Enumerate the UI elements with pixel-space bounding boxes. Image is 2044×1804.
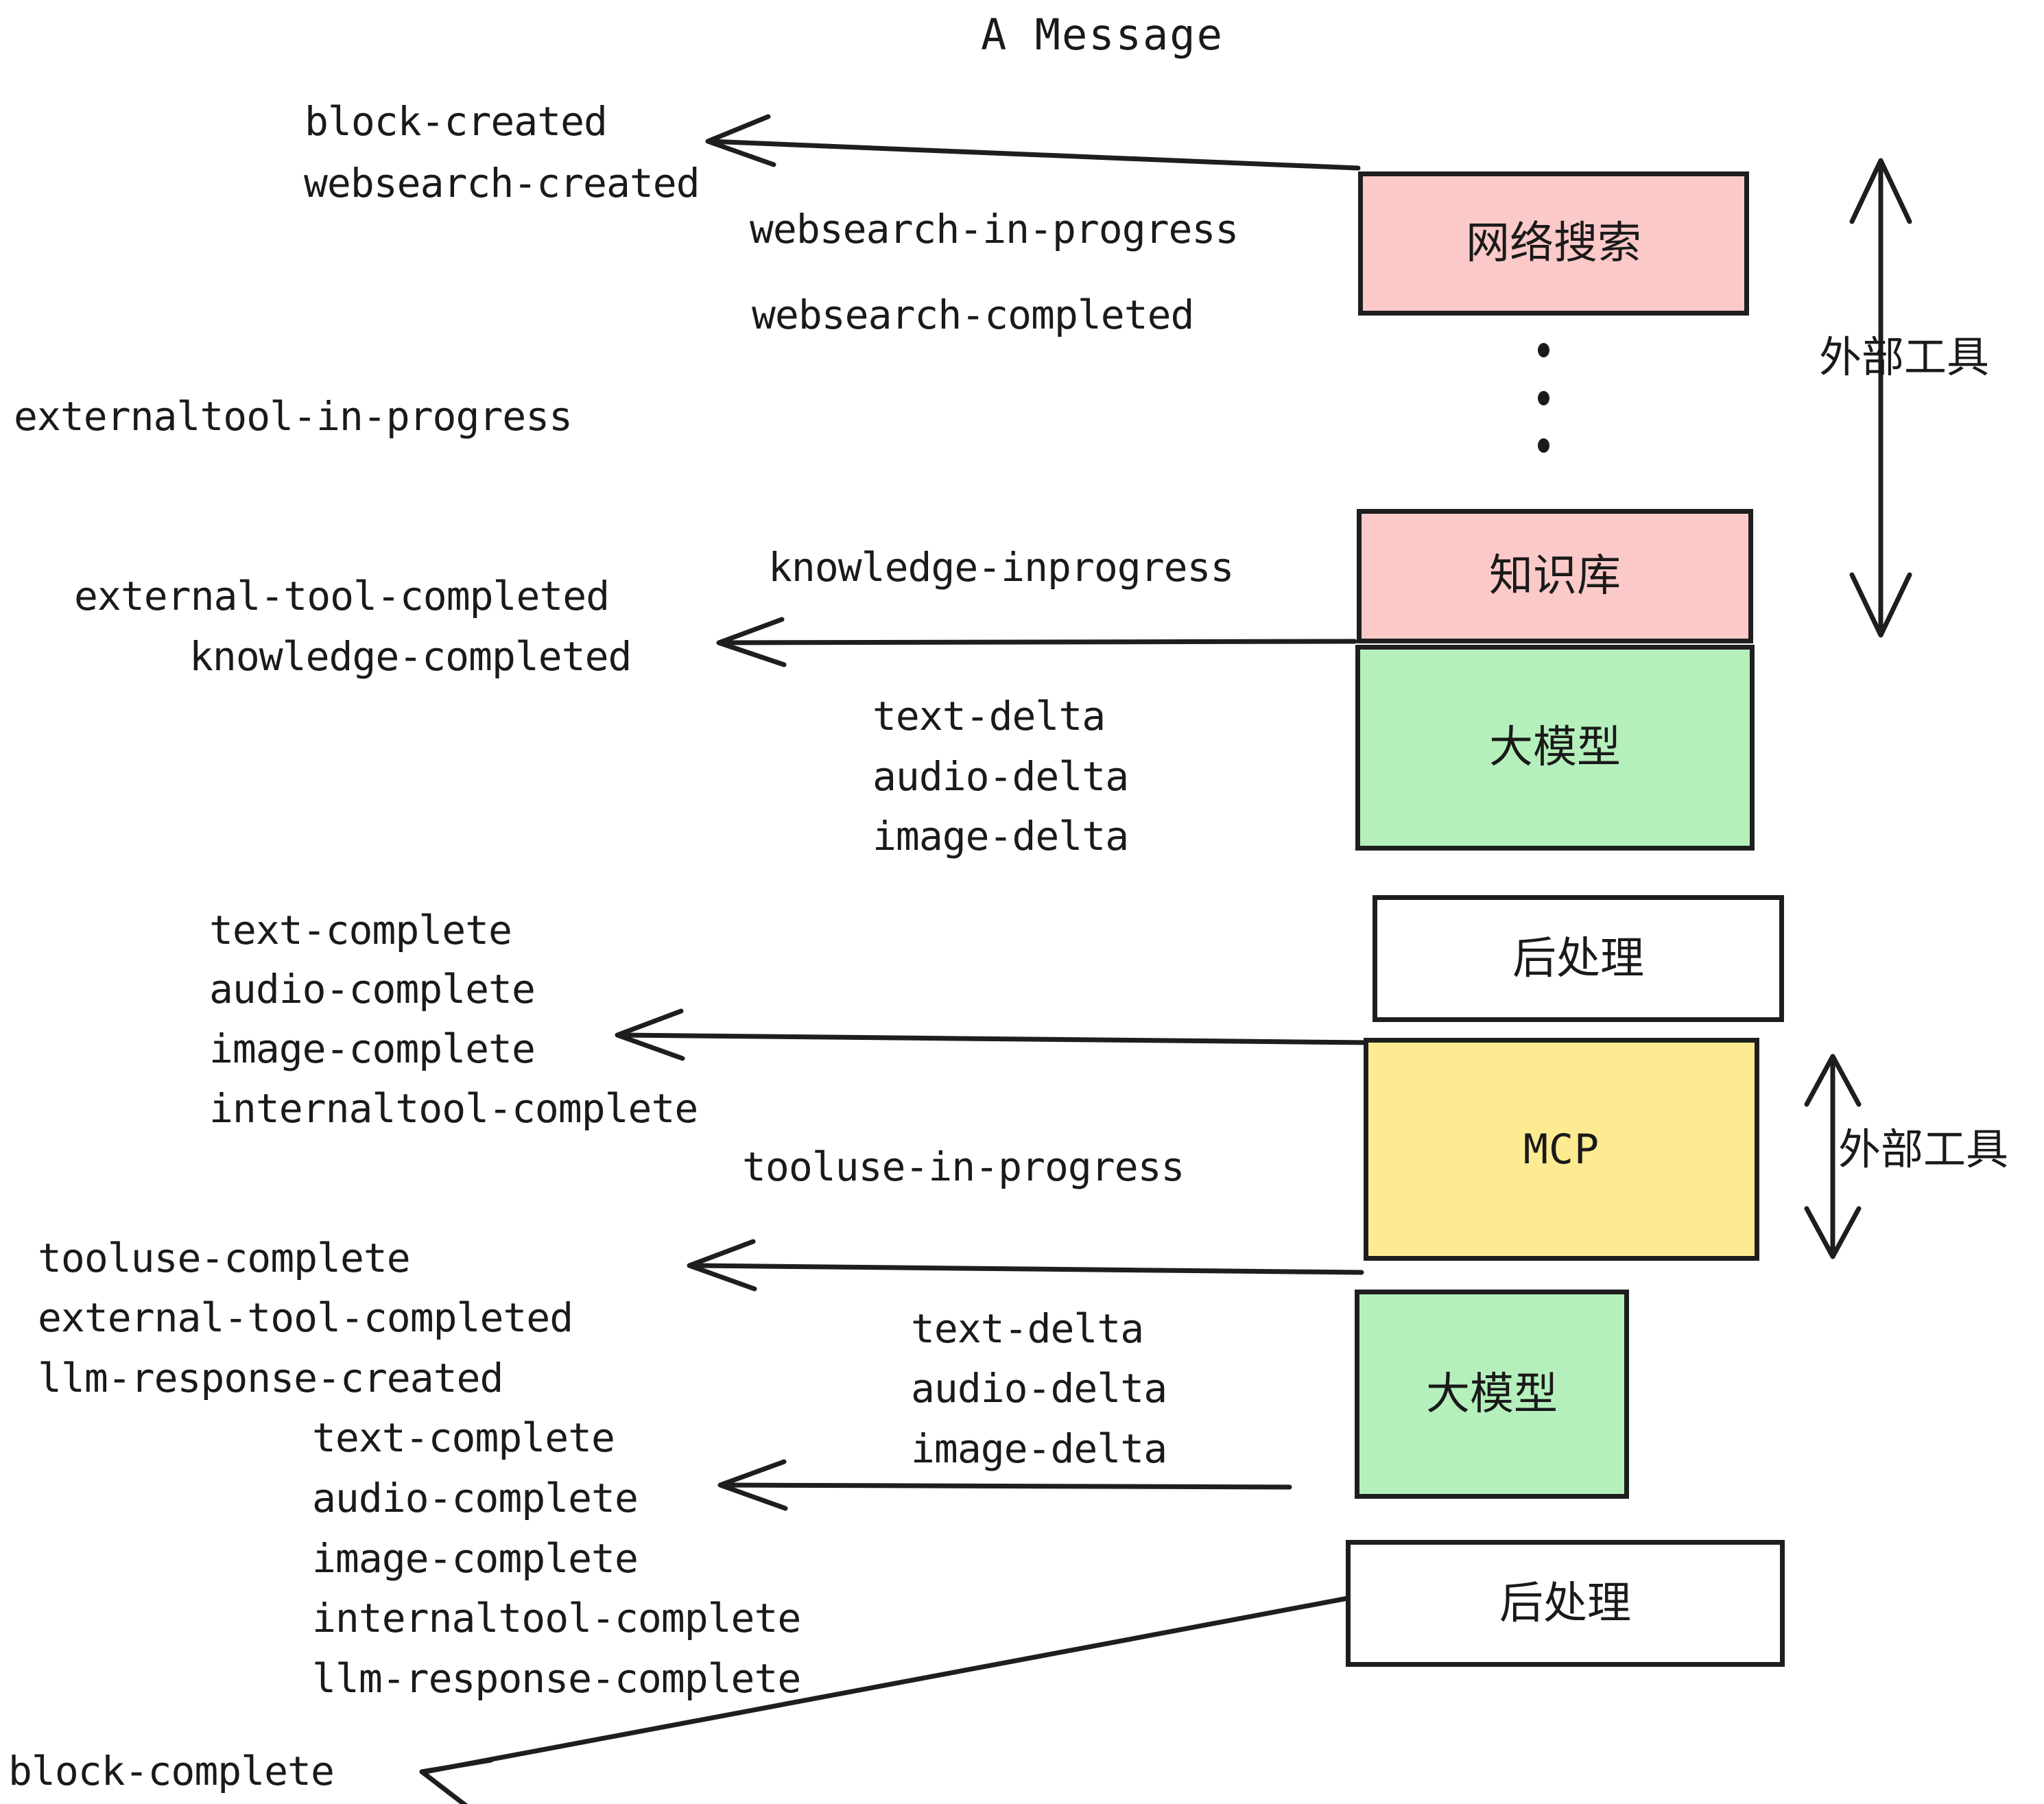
event-label-llm-response-complete: llm-response-complete <box>312 1655 801 1702</box>
node-websearch[interactable]: 网络搜索 <box>1358 171 1749 316</box>
event-label-audio-delta-1: audio-delta <box>872 753 1129 800</box>
event-label-text-complete-2: text-complete <box>312 1414 615 1461</box>
arrow-image-complete <box>615 1008 1373 1061</box>
arrow-websearch-created <box>705 114 1361 171</box>
event-label-externaltool-in-progress: externaltool-in-progress <box>14 393 573 440</box>
node-mcp[interactable]: MCP <box>1364 1038 1759 1261</box>
node-postprocess-1[interactable]: 后处理 <box>1372 895 1784 1022</box>
event-label-knowledge-completed: knowledge-completed <box>189 633 632 680</box>
event-label-llm-response-created: llm-response-created <box>38 1355 503 1401</box>
event-label-knowledge-inprogress: knowledge-inprogress <box>768 544 1234 591</box>
ellipsis-dot <box>1537 343 1549 357</box>
event-label-tooluse-in-progress: tooluse-in-progress <box>742 1143 1185 1190</box>
event-label-internaltool-complete-1: internaltool-complete <box>209 1085 698 1132</box>
node-llm-2-label: 大模型 <box>1426 1368 1558 1420</box>
node-knowledge[interactable]: 知识库 <box>1357 509 1753 643</box>
event-label-audio-delta-2: audio-delta <box>911 1365 1167 1412</box>
bracket-label-external-tools-top: 外部工具 <box>1819 332 1990 382</box>
node-llm-1-label: 大模型 <box>1489 722 1621 773</box>
node-postprocess-1-label: 后处理 <box>1512 933 1644 984</box>
node-llm-1[interactable]: 大模型 <box>1355 645 1755 851</box>
arrow-knowledge-completed <box>716 617 1357 667</box>
node-postprocess-2[interactable]: 后处理 <box>1346 1540 1785 1667</box>
event-label-websearch-completed: websearch-completed <box>752 292 1194 338</box>
event-label-external-tool-completed-2: external-tool-completed <box>38 1294 573 1341</box>
event-label-audio-complete-2: audio-complete <box>312 1475 639 1521</box>
node-mcp-label: MCP <box>1523 1125 1600 1174</box>
event-label-image-delta-1: image-delta <box>872 813 1129 859</box>
arrow-tooluse-complete <box>687 1239 1364 1292</box>
event-label-text-delta-2: text-delta <box>911 1305 1144 1352</box>
node-llm-2[interactable]: 大模型 <box>1355 1290 1629 1499</box>
node-knowledge-label: 知识库 <box>1489 551 1621 602</box>
page-title: A Message <box>981 10 1224 60</box>
event-label-internaltool-complete-2: internaltool-complete <box>312 1595 801 1641</box>
bracket-external-tools-top <box>1849 158 1912 638</box>
bracket-label-external-tools-bottom: 外部工具 <box>1838 1124 2009 1174</box>
event-label-websearch-created: websearch-created <box>304 160 700 206</box>
event-label-websearch-in-progress: websearch-in-progress <box>750 206 1239 252</box>
event-label-text-complete-1: text-complete <box>209 907 512 953</box>
event-label-image-delta-2: image-delta <box>911 1425 1167 1472</box>
event-label-tooluse-complete: tooluse-complete <box>38 1235 411 1281</box>
node-websearch-label: 网络搜索 <box>1466 218 1641 269</box>
ellipsis-dot <box>1537 438 1549 453</box>
vertical-ellipsis <box>1536 343 1550 453</box>
event-label-audio-complete-1: audio-complete <box>209 966 536 1012</box>
event-label-image-complete-2: image-complete <box>312 1535 639 1582</box>
event-label-image-complete-1: image-complete <box>209 1025 536 1072</box>
event-label-block-complete: block-complete <box>8 1748 335 1794</box>
node-postprocess-2-label: 后处理 <box>1499 1578 1631 1629</box>
event-label-external-tool-completed-1: external-tool-completed <box>74 573 610 619</box>
ellipsis-dot <box>1537 390 1549 405</box>
event-label-text-delta-1: text-delta <box>872 693 1106 739</box>
event-label-block-created: block-created <box>305 98 608 145</box>
